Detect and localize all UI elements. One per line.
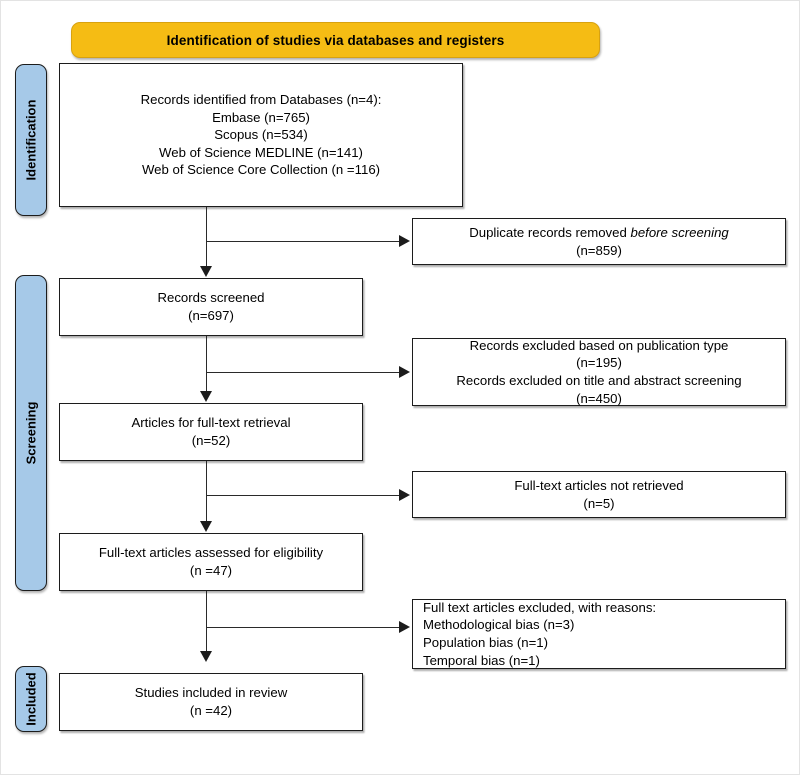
box-studies-included: Studies included in review (n =42) — [59, 673, 363, 731]
connector-to-duplicates-removed — [206, 241, 400, 242]
stage-bar-screening: Screening — [15, 275, 47, 591]
excluded-reasons-line-2: Methodological bias (n=3) — [423, 617, 575, 633]
records-identified-line-2: Embase (n=765) — [212, 109, 310, 125]
not-retrieved-line-2: (n=5) — [583, 495, 615, 511]
not-retrieved-line-1: Full-text articles not retrieved — [514, 477, 684, 493]
arrow-identified-to-screened — [200, 266, 212, 277]
box-excluded-reasons: Full text articles excluded, with reason… — [412, 599, 786, 669]
arrow-to-records-excluded — [399, 366, 410, 378]
records-identified-line-3: Scopus (n=534) — [214, 127, 308, 143]
records-identified-line-4: Web of Science MEDLINE (n=141) — [159, 144, 363, 160]
records-screened-line-1: Records screened — [157, 290, 265, 306]
records-identified-line-5: Web of Science Core Collection (n =116) — [141, 162, 381, 178]
box-records-excluded: Records excluded based on publication ty… — [412, 338, 786, 406]
diagram-title: Identification of studies via databases … — [166, 32, 505, 48]
duplicates-removed-line-1: Duplicate records removed before screeni… — [469, 224, 729, 242]
connector-eligibility-to-included — [206, 591, 207, 652]
duplicates-removed-emphasis: before screening — [630, 224, 729, 240]
records-screened-line-2: (n=697) — [188, 308, 234, 323]
arrow-to-duplicates-removed — [399, 235, 410, 247]
excluded-reasons-line-4: Temporal bias (n=1) — [423, 652, 540, 668]
assessed-eligibility-line-2: (n =47) — [189, 563, 233, 578]
stage-bar-identification: Identification — [15, 64, 47, 216]
studies-included-line-2: (n =42) — [189, 703, 233, 718]
diagram-title-banner: Identification of studies via databases … — [71, 22, 600, 58]
arrow-eligibility-to-included — [200, 651, 212, 662]
arrow-screened-to-retrieval — [200, 391, 212, 402]
assessed-eligibility-line-1: Full-text articles assessed for eligibil… — [98, 545, 324, 561]
connector-to-records-excluded — [206, 372, 400, 373]
connector-retrieval-to-eligibility — [206, 461, 207, 522]
arrow-to-not-retrieved — [399, 489, 410, 501]
connector-to-not-retrieved — [206, 495, 400, 496]
records-excluded-line-2: (n=195) — [576, 355, 622, 371]
connector-to-excluded-reasons — [206, 627, 400, 628]
stage-bar-included: Included — [15, 666, 47, 732]
connector-identified-to-screened — [206, 207, 207, 267]
stage-label-identification: Identification — [23, 99, 39, 181]
box-assessed-eligibility: Full-text articles assessed for eligibil… — [59, 533, 363, 591]
studies-included-line-1: Studies included in review — [134, 685, 288, 701]
box-records-identified: Records identified from Databases (n=4):… — [59, 63, 463, 207]
arrow-to-excluded-reasons — [399, 621, 410, 633]
box-not-retrieved: Full-text articles not retrieved (n=5) — [412, 471, 786, 518]
records-excluded-line-4: (n=450) — [576, 390, 622, 406]
arrow-retrieval-to-eligibility — [200, 521, 212, 532]
box-articles-retrieval: Articles for full-text retrieval (n=52) — [59, 403, 363, 461]
records-identified-line-1: Records identified from Databases (n=4): — [140, 92, 382, 108]
excluded-reasons-line-1: Full text articles excluded, with reason… — [423, 599, 657, 615]
excluded-reasons-line-3: Population bias (n=1) — [423, 635, 548, 650]
stage-label-included: Included — [23, 672, 39, 726]
stage-label-screening: Screening — [23, 401, 39, 465]
records-excluded-line-1: Records excluded based on publication ty… — [469, 337, 729, 353]
articles-retrieval-line-1: Articles for full-text retrieval — [131, 415, 291, 431]
duplicates-removed-line-2: (n=859) — [576, 242, 622, 258]
duplicates-removed-text: Duplicate records removed — [469, 224, 631, 240]
box-records-screened: Records screened (n=697) — [59, 278, 363, 336]
records-excluded-line-3: Records excluded on title and abstract s… — [456, 373, 742, 388]
articles-retrieval-line-2: (n=52) — [191, 433, 231, 448]
box-duplicates-removed: Duplicate records removed before screeni… — [412, 218, 786, 265]
connector-screened-to-retrieval — [206, 336, 207, 392]
